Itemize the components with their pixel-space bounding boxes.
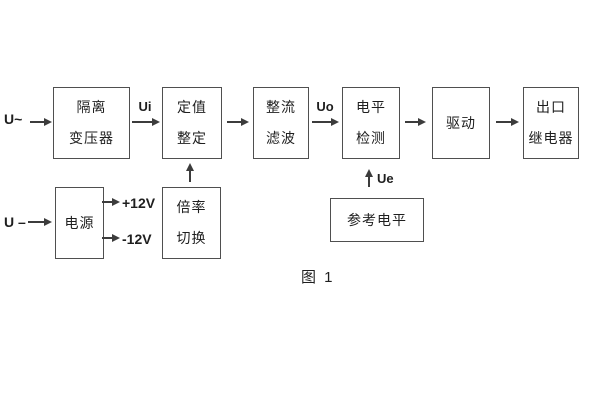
block-isolation-transformer-line1: 隔离 [76, 99, 107, 115]
block-output-relay: 出口 继电器 [523, 87, 579, 159]
block-driver-line1: 驱动 [446, 114, 476, 131]
negative-rail-label: -12V [122, 231, 152, 247]
block-rectifier-filter-line2: 滤波 [266, 130, 296, 146]
block-power-supply-line1: 电源 [64, 214, 95, 231]
arrow-rectifier-to-level [312, 118, 339, 126]
block-output-relay-line2: 继电器 [528, 130, 574, 146]
dc-input-label: U – [4, 214, 26, 230]
arrow-ratio-to-setting [186, 163, 194, 182]
arrow-setting-to-rectifier [227, 118, 249, 126]
block-ratio-switch: 倍率 切换 [162, 187, 221, 259]
arrow-power-to-positive-rail [102, 198, 120, 206]
block-isolation-transformer: 隔离 变压器 [53, 87, 130, 159]
arrow-level-to-driver [405, 118, 426, 126]
block-rectifier-filter: 整流 滤波 [253, 87, 309, 159]
block-isolation-transformer-line2: 变压器 [69, 130, 114, 146]
signal-ue-label: Ue [377, 171, 394, 186]
block-setting-adjust: 定值 整定 [162, 87, 222, 159]
block-reference-level: 参考电平 [330, 198, 424, 242]
block-setting-adjust-line2: 整定 [177, 130, 207, 146]
arrow-isolation-to-setting [132, 118, 160, 126]
positive-rail-label: +12V [122, 195, 156, 211]
block-driver: 驱动 [432, 87, 490, 159]
arrow-ac-to-isolation [30, 118, 52, 126]
ac-input-label: U~ [4, 111, 23, 127]
signal-ui-label: Ui [138, 99, 152, 114]
block-level-detect-line1: 电平 [356, 99, 386, 115]
block-setting-adjust-line1: 定值 [177, 99, 207, 115]
block-level-detect-line2: 检测 [356, 130, 386, 146]
block-output-relay-line1: 出口 [536, 99, 566, 115]
block-rectifier-filter-line1: 整流 [266, 99, 296, 115]
block-level-detect: 电平 检测 [342, 87, 400, 159]
signal-uo-label: Uo [316, 99, 334, 114]
arrow-power-to-negative-rail [102, 234, 120, 242]
figure-caption: 图 1 [301, 269, 335, 286]
arrow-reference-to-level [365, 169, 373, 187]
block-reference-level-line1: 参考电平 [347, 212, 407, 228]
block-ratio-switch-line1: 倍率 [176, 199, 207, 215]
arrow-dc-to-power [28, 218, 52, 226]
block-ratio-switch-line2: 切换 [176, 230, 207, 246]
block-power-supply: 电源 [55, 187, 104, 259]
arrow-driver-to-relay [496, 118, 519, 126]
